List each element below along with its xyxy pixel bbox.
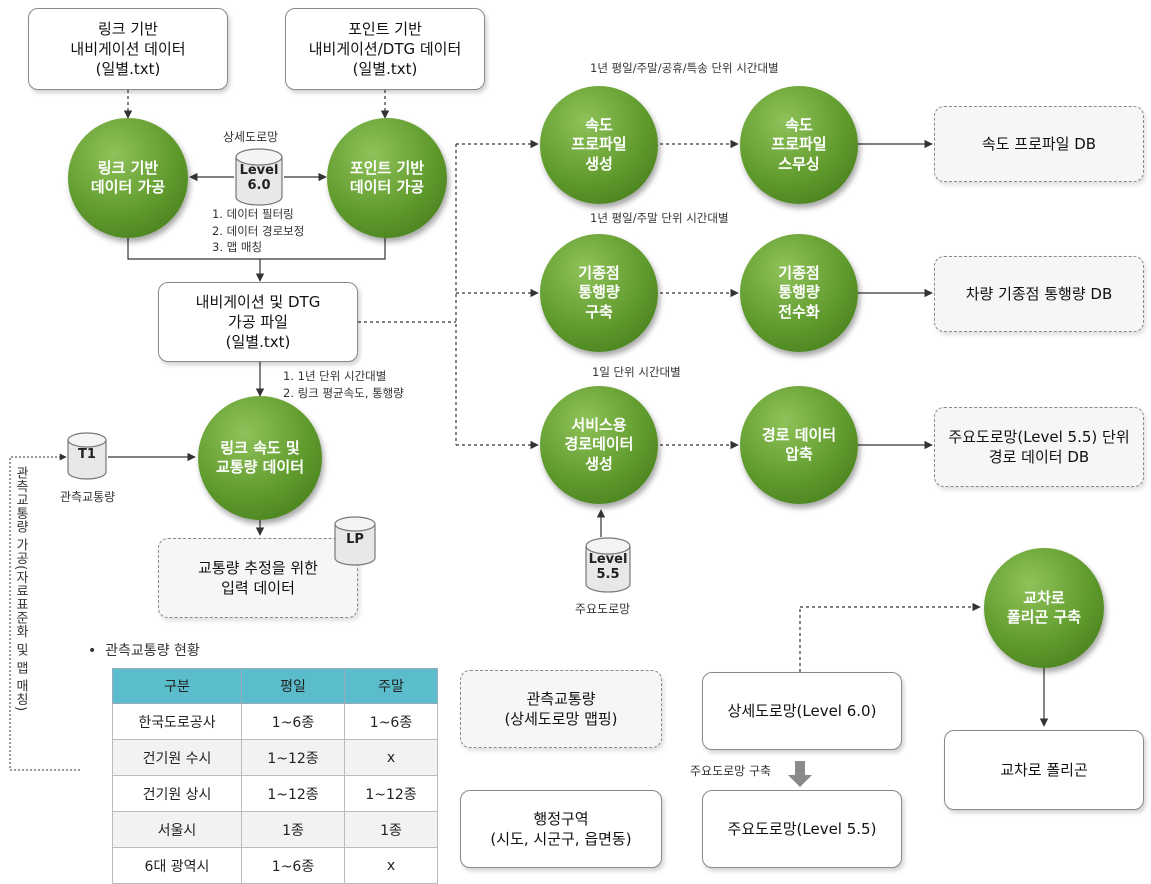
intersection-polygon: 교차로 폴리곤	[944, 730, 1144, 810]
table-cell: 1~12종	[344, 775, 438, 812]
link-nav-source: 링크 기반 내비게이션 데이터 (일별.txt)	[28, 8, 228, 90]
detail-roadnet-box: 상세도로망(Level 6.0)	[702, 672, 902, 750]
administrative-district: 행정구역 (시도, 시군구, 읍면동)	[460, 790, 662, 868]
table-cell: 1종	[344, 811, 438, 848]
lp-label: LP	[346, 532, 364, 547]
main-roadnet-build-label: 주요도로망 구축	[690, 764, 772, 778]
col-header: 구분	[112, 668, 242, 704]
table-row: 한국도로공사 1~6종 1~6종	[112, 703, 438, 740]
table-cell: 1~12종	[241, 775, 345, 812]
service-route-generate: 서비스용 경로데이터 생성	[540, 386, 658, 504]
nav-dtg-file: 내비게이션 및 DTG 가공 파일 (일별.txt)	[158, 282, 358, 362]
level-55-db-icon: Level 5.5	[584, 537, 632, 593]
speed-profile-smoothing: 속도 프로파일 스무싱	[740, 86, 858, 204]
observed-traffic-table: 구분 평일 주말 한국도로공사 1~6종 1~6종 건기원 수시 1~12종 x…	[112, 668, 438, 884]
table-row: 건기원 상시 1~12종 1~12종	[112, 775, 438, 812]
table-row: 서울시 1종 1종	[112, 811, 438, 848]
col-header: 평일	[241, 668, 345, 704]
point-nav-source: 포인트 기반 내비게이션/DTG 데이터 (일별.txt)	[285, 8, 485, 90]
col-header: 주말	[344, 668, 438, 704]
traffic-estimation-input: 교통량 추정을 위한 입력 데이터	[158, 538, 358, 618]
link-speed-traffic-data: 링크 속도 및 교통량 데이터	[198, 396, 322, 520]
observed-traffic-mapping: 관측교통량 (상세도로망 맵핑)	[460, 670, 662, 748]
od-volume-build: 기종점 통행량 구축	[540, 234, 658, 352]
detail-roadnet-caption: 상세도로망	[223, 130, 279, 144]
t1-db-icon: T1	[66, 432, 108, 480]
t1-label: T1	[78, 447, 96, 462]
od-volume-expansion: 기종점 통행량 전수화	[740, 234, 858, 352]
table-header-row: 구분 평일 주말	[112, 668, 438, 704]
table-cell: 1~12종	[241, 739, 345, 776]
speed-period-label: 1년 평일/주말/공휴/특송 단위 시간대별	[590, 61, 779, 75]
table-cell: 서울시	[112, 811, 242, 848]
route-period-label: 1일 단위 시간대별	[592, 365, 681, 379]
process-steps: 1. 데이터 필터링 2. 데이터 경로보정 3. 맵 매칭	[212, 207, 305, 255]
level-55-label: Level 5.5	[588, 552, 628, 582]
speed-profile-db: 속도 프로파일 DB	[934, 106, 1144, 182]
main-roadnet-box: 주요도로망(Level 5.5)	[702, 790, 902, 868]
table-row: 6대 광역시 1~6종 x	[112, 847, 438, 884]
down-arrow-icon	[788, 761, 812, 787]
link-data-process: 링크 기반 데이터 가공	[68, 118, 188, 238]
table-cell: 건기원 수시	[112, 739, 242, 776]
table-cell: 1~6종	[241, 703, 345, 740]
route-data-compress: 경로 데이터 압축	[740, 386, 858, 504]
point-data-process: 포인트 기반 데이터 가공	[327, 118, 447, 238]
table-cell: x	[344, 739, 438, 776]
table-cell: 1~6종	[241, 847, 345, 884]
table-cell: 건기원 상시	[112, 775, 242, 812]
table-cell: x	[344, 847, 438, 884]
route-data-db: 주요도로망(Level 5.5) 단위 경로 데이터 DB	[934, 407, 1144, 487]
table-cell: 1종	[241, 811, 345, 848]
level-60-label: Level 6.0	[239, 163, 279, 193]
bullet-icon: •	[88, 643, 106, 659]
table-title: • 관측교통량 현황	[88, 640, 200, 660]
lp-db-icon: LP	[333, 516, 377, 566]
table-row: 건기원 수시 1~12종 x	[112, 739, 438, 776]
table-cell: 한국도로공사	[112, 703, 242, 740]
speed-profile-generate: 속도 프로파일 생성	[540, 86, 658, 204]
table-cell: 1~6종	[344, 703, 438, 740]
observed-traffic-caption: 관측교통량	[60, 490, 116, 504]
od-period-label: 1년 평일/주말 단위 시간대별	[590, 211, 729, 225]
intersection-polygon-build: 교차로 폴리곤 구축	[984, 548, 1104, 668]
main-roadnet-caption: 주요도로망	[575, 602, 631, 616]
level-60-db-icon: Level 6.0	[234, 148, 284, 206]
observed-processing-vertical-label: 관측교통량 가공(자료표준화 및 맵 매칭)	[13, 466, 28, 712]
table-title-text: 관측교통량 현황	[105, 643, 200, 659]
aggregate-steps: 1. 1년 단위 시간대별 2. 링크 평균속도, 통행량	[283, 369, 404, 400]
od-volume-db: 차량 기종점 통행량 DB	[934, 256, 1144, 332]
table-cell: 6대 광역시	[112, 847, 242, 884]
